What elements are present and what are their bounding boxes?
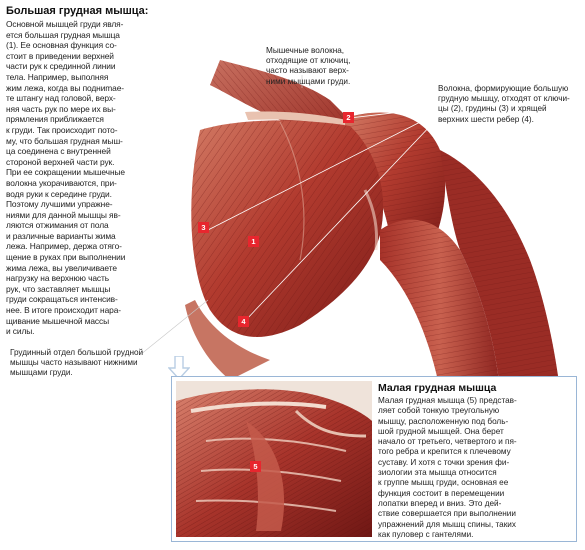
main-description: Основной мышцей груди явля- ется большая… xyxy=(6,19,126,337)
callout-upper-fibers: Мышечные волокна, отходящие от ключиц, ч… xyxy=(266,46,351,86)
pectoralis-major-illustration xyxy=(185,60,560,390)
callout-origin-fibers: Волокна, формирующие большую грудную мыш… xyxy=(438,84,570,124)
marker-4: 4 xyxy=(238,316,249,327)
marker-1: 1 xyxy=(248,236,259,247)
callout-sternal-part: Грудинный отдел большой грудной мышцы ча… xyxy=(10,348,144,378)
marker-5: 5 xyxy=(250,461,261,472)
pectoralis-minor-description: Малая грудная мышца (5) представ- ляет с… xyxy=(378,396,517,539)
pectoralis-minor-illustration xyxy=(176,381,372,537)
pectoralis-minor-title: Малая грудная мышца xyxy=(378,382,497,394)
down-arrow-icon xyxy=(168,356,190,380)
pectoralis-minor-panel: 5 Малая грудная мышца Малая грудная мышц… xyxy=(171,376,577,542)
main-title: Большая грудная мышца: xyxy=(6,5,149,17)
marker-2: 2 xyxy=(343,112,354,123)
marker-3: 3 xyxy=(198,222,209,233)
